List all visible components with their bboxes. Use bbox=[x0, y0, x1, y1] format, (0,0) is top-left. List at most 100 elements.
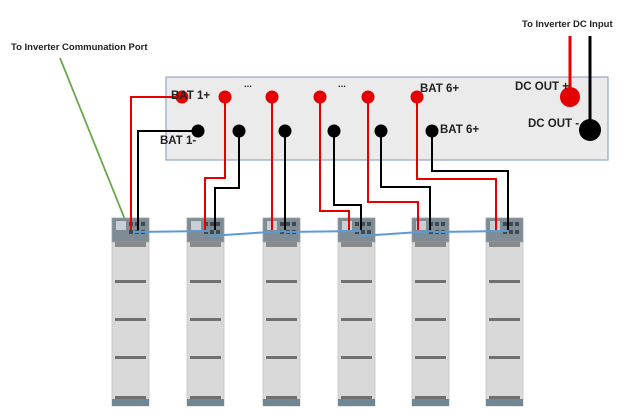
battery-stack bbox=[262, 217, 301, 407]
battery-port bbox=[367, 230, 371, 234]
battery-port bbox=[509, 230, 513, 234]
battery-handle bbox=[415, 242, 446, 247]
battery-port bbox=[361, 230, 365, 234]
battery-stack bbox=[337, 217, 376, 407]
terminal-bat1-negative bbox=[191, 124, 205, 138]
battery-display bbox=[191, 221, 201, 230]
battery-base bbox=[112, 399, 149, 406]
terminal-bat2-negative bbox=[232, 124, 246, 138]
bat6-negative-label: BAT 6+ bbox=[440, 124, 479, 136]
battery-port bbox=[286, 222, 290, 226]
bat1-positive-label: BAT 1+ bbox=[171, 90, 210, 102]
battery-module-separator bbox=[415, 318, 446, 321]
battery-module-separator bbox=[341, 318, 372, 321]
bat5-negative-wire bbox=[380, 131, 431, 230]
battery-module-separator bbox=[489, 318, 520, 321]
comm-wire bbox=[59, 57, 131, 233]
battery-body bbox=[111, 217, 150, 407]
battery-module-separator bbox=[341, 280, 372, 283]
battery-module-separator bbox=[415, 280, 446, 283]
busbar-terminals bbox=[175, 87, 601, 141]
bat4-positive-wire bbox=[319, 97, 350, 230]
terminal-bat5-negative bbox=[374, 124, 388, 138]
terminal-bat6-positive bbox=[410, 90, 424, 104]
link-cable bbox=[433, 230, 509, 233]
battery-module-separator bbox=[266, 318, 297, 321]
battery-port bbox=[292, 222, 296, 226]
battery-module-separator bbox=[115, 356, 146, 359]
battery-module-separator bbox=[190, 396, 221, 399]
battery-module-separator bbox=[415, 396, 446, 399]
bat2-negative-wire bbox=[214, 131, 240, 230]
battery-base bbox=[263, 399, 300, 406]
battery-port bbox=[355, 222, 359, 226]
battery-base bbox=[486, 399, 523, 406]
battery-module-separator bbox=[115, 280, 146, 283]
battery-module-separator bbox=[489, 356, 520, 359]
bat1-negative-label: BAT 1- bbox=[160, 135, 196, 147]
battery-stacks bbox=[111, 217, 524, 407]
bat5-positive-wire bbox=[367, 97, 419, 230]
battery-base bbox=[338, 399, 375, 406]
battery-module-separator bbox=[266, 396, 297, 399]
battery-handle bbox=[341, 242, 372, 247]
link-cable bbox=[359, 230, 435, 237]
battery-module-separator bbox=[266, 280, 297, 283]
battery-handle bbox=[115, 242, 146, 247]
battery-port bbox=[503, 222, 507, 226]
terminal-bat6-negative bbox=[425, 124, 439, 138]
terminal-bat1-positive bbox=[175, 90, 189, 104]
terminal-dc-out-negative bbox=[579, 119, 601, 141]
bat1-negative-wire bbox=[137, 130, 198, 230]
bat6-positive-wire bbox=[416, 97, 497, 230]
battery-handle bbox=[266, 242, 297, 247]
dc-out-positive-label: DC OUT + bbox=[515, 81, 569, 93]
battery-port bbox=[361, 222, 365, 226]
link-cable bbox=[284, 230, 361, 233]
dc-input-label: To Inverter DC Input bbox=[522, 19, 613, 30]
link-cable bbox=[133, 230, 210, 233]
battery-module-separator bbox=[115, 396, 146, 399]
battery-module-separator bbox=[190, 356, 221, 359]
battery-port bbox=[210, 222, 214, 226]
bat1-positive-wire bbox=[130, 96, 182, 230]
battery-display bbox=[116, 221, 126, 230]
battery-module-separator bbox=[190, 280, 221, 283]
battery-base bbox=[412, 399, 449, 406]
battery-module-separator bbox=[489, 396, 520, 399]
bat6-positive-label: BAT 6+ bbox=[420, 83, 459, 95]
link-cable bbox=[208, 230, 286, 237]
battery-module-separator bbox=[266, 356, 297, 359]
battery-stack bbox=[111, 217, 150, 407]
terminal-bat2-positive bbox=[218, 90, 232, 104]
battery-port bbox=[367, 222, 371, 226]
terminal-bat3-positive bbox=[265, 90, 279, 104]
bat6-negative-wire bbox=[431, 131, 509, 230]
battery-display bbox=[342, 221, 352, 230]
battery-base bbox=[187, 399, 224, 406]
battery-port bbox=[515, 230, 519, 234]
battery-port bbox=[435, 222, 439, 226]
bat4-negative-wire bbox=[333, 131, 362, 230]
battery-handle bbox=[190, 242, 221, 247]
terminal-dc-out-positive bbox=[560, 87, 580, 107]
battery-port bbox=[216, 230, 220, 234]
battery-port bbox=[441, 222, 445, 226]
battery-stack bbox=[485, 217, 524, 407]
battery-module-separator bbox=[341, 356, 372, 359]
battery-port bbox=[210, 230, 214, 234]
battery-port bbox=[509, 222, 513, 226]
terminal-bat3-negative bbox=[278, 124, 292, 138]
battery-port bbox=[129, 230, 133, 234]
battery-handle bbox=[489, 242, 520, 247]
battery-module-separator bbox=[415, 356, 446, 359]
battery-port bbox=[280, 222, 284, 226]
terminal-bat4-positive bbox=[313, 90, 327, 104]
bat2-positive-wire bbox=[204, 97, 226, 230]
ellipsis-left: ... bbox=[244, 79, 252, 90]
ellipsis-right: ... bbox=[338, 79, 346, 90]
battery-module-separator bbox=[341, 396, 372, 399]
battery-module-separator bbox=[489, 280, 520, 283]
battery-display bbox=[416, 221, 426, 230]
